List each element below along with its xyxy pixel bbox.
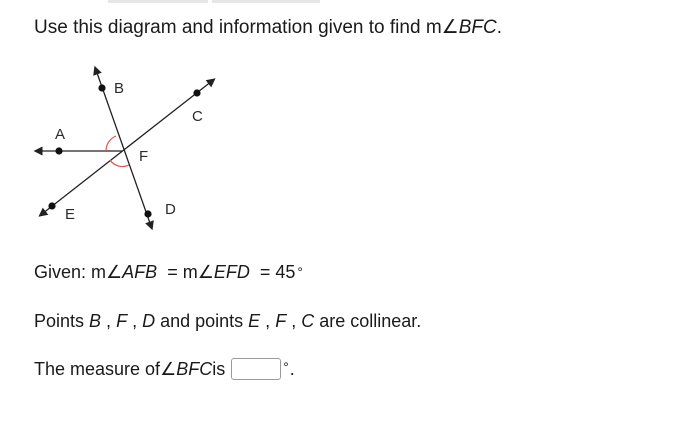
label-d: D <box>165 201 176 218</box>
point-d <box>144 210 152 218</box>
label-e: E <box>65 206 75 223</box>
point-c <box>193 89 201 97</box>
answer-input[interactable] <box>231 358 282 380</box>
degree-symbol: ∘ <box>282 357 290 371</box>
point-a <box>55 147 63 155</box>
angle-afb-arc <box>105 135 117 152</box>
question-text: Use this diagram and information given t… <box>34 17 502 38</box>
label-f: F <box>139 148 148 165</box>
top-divider <box>0 0 700 4</box>
label-c: C <box>192 108 203 125</box>
label-a: A <box>55 126 65 143</box>
angle-symbol: ∠ <box>441 17 459 38</box>
point-e <box>48 202 56 210</box>
line-ec <box>38 78 216 217</box>
label-b: B <box>114 80 124 97</box>
angle-efd-arc <box>109 159 130 168</box>
given-statement: Given: m∠AFB = m∠EFD = 45∘ <box>34 262 304 282</box>
answer-prompt: The measure of ∠BFC is ∘. <box>34 357 295 380</box>
angle-symbol: ∠ <box>160 358 177 379</box>
collinear-statement: Points B , F , D and points E , F , C ar… <box>34 311 422 331</box>
geometry-diagram: A B C D E F <box>33 65 216 231</box>
point-b <box>98 84 106 92</box>
